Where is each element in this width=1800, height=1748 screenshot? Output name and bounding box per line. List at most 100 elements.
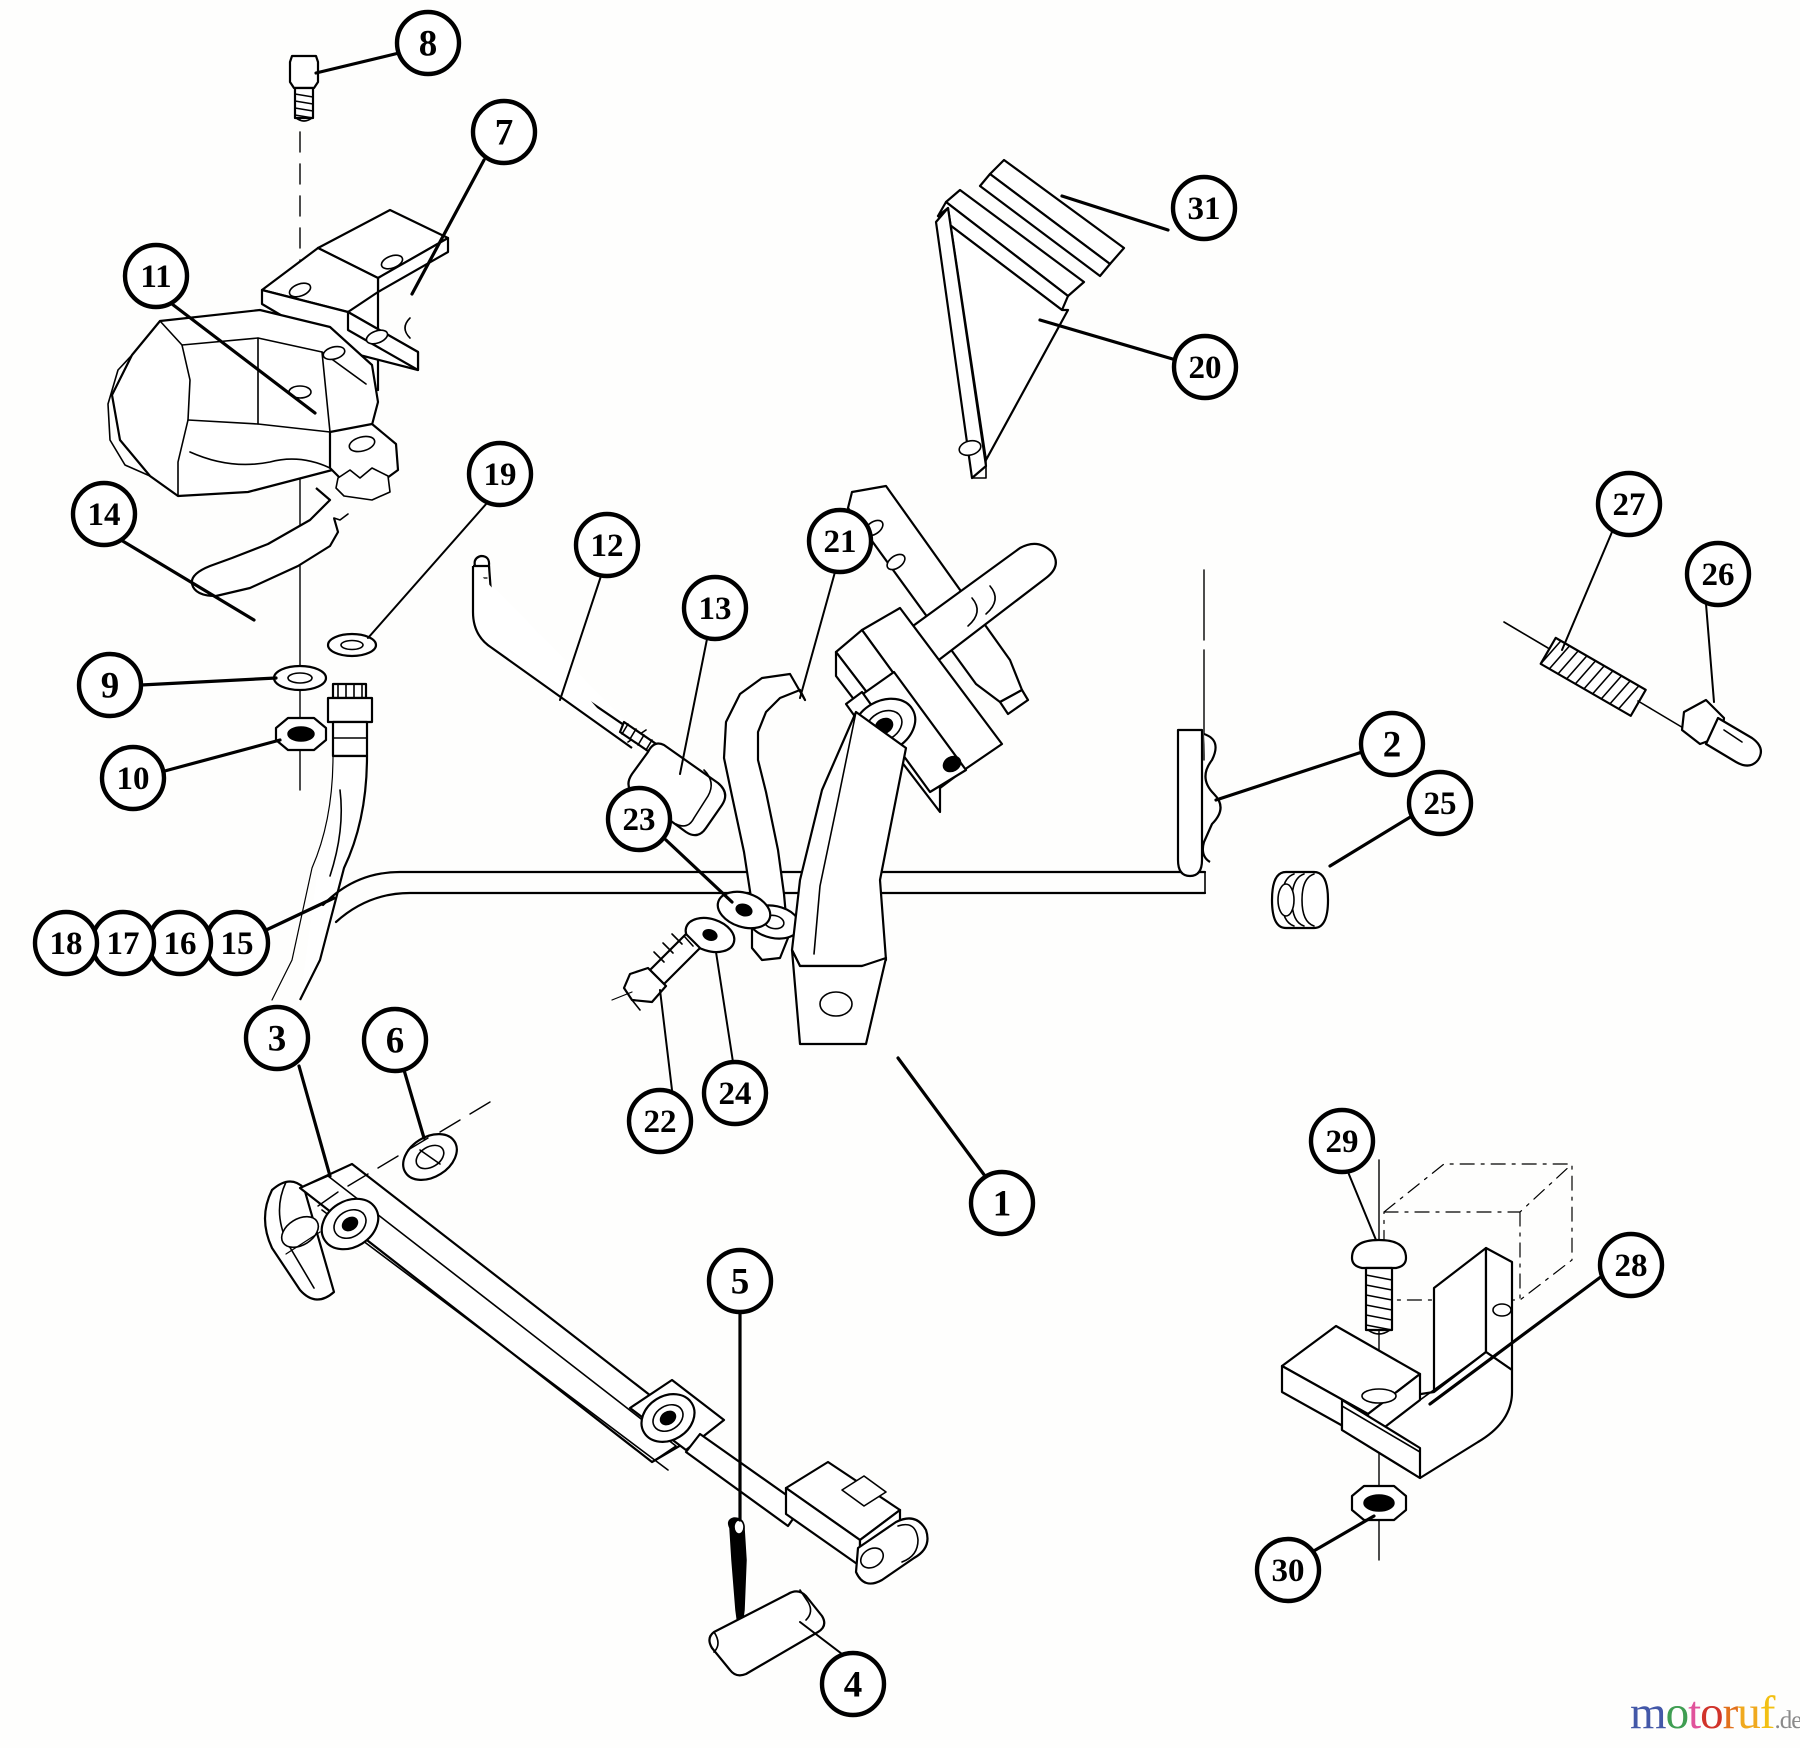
callout-bubble-30[interactable]: 30: [1254, 1536, 1322, 1604]
part-bent-link-rod: [722, 672, 807, 962]
callout-label-30: 30: [1272, 1553, 1305, 1589]
callout-label-22: 22: [644, 1104, 677, 1140]
callout-label-23: 23: [623, 802, 656, 838]
callout-bubble-21[interactable]: 21: [806, 507, 874, 575]
callout-bubble-16[interactable]: 16: [146, 909, 214, 977]
part-washer-24: [684, 916, 736, 954]
part-hairpin-cotter-pin: [1176, 728, 1222, 878]
callout-label-17: 17: [107, 926, 140, 962]
part-control-rod: [471, 554, 670, 764]
callout-bubble-31[interactable]: 31: [1170, 174, 1238, 242]
callout-circle-19: [466, 440, 534, 508]
callout-bubble-8[interactable]: 8: [394, 9, 462, 77]
callout-bubble-25[interactable]: 25: [1406, 769, 1474, 837]
callout-bubble-13[interactable]: 13: [681, 574, 749, 642]
callout-bubble-9[interactable]: 9: [76, 651, 144, 719]
part-knob-grip: [627, 742, 727, 837]
callout-circle-20: [1171, 333, 1239, 401]
callout-label-18: 18: [50, 926, 83, 962]
callout-label-24: 24: [719, 1076, 752, 1112]
callout-label-12: 12: [591, 528, 624, 564]
callout-bubble-17[interactable]: 17: [89, 909, 157, 977]
callout-label-9: 9: [101, 666, 120, 707]
callout-label-10: 10: [117, 761, 150, 797]
watermark-letter-5: u: [1737, 1687, 1760, 1739]
callout-label-16: 16: [164, 926, 197, 962]
part-hydraulic-cylinder: [263, 1162, 929, 1585]
watermark-letter-1: o: [1665, 1687, 1689, 1739]
callout-label-3: 3: [268, 1019, 287, 1060]
callout-circle-8: [394, 9, 462, 77]
callout-circle-31: [1170, 174, 1238, 242]
callout-circle-21: [806, 507, 874, 575]
callout-circle-5: [706, 1247, 774, 1315]
callout-bubble-14[interactable]: 14: [70, 480, 138, 548]
callout-bubble-5[interactable]: 5: [706, 1247, 774, 1315]
callout-bubble-19[interactable]: 19: [466, 440, 534, 508]
part-angle-bracket: [260, 208, 450, 392]
watermark-motoruf: motoruf.de: [1630, 1686, 1800, 1740]
callout-circle-30: [1254, 1536, 1322, 1604]
part-rubber-grommet: [1270, 870, 1330, 930]
callout-bubble-22[interactable]: 22: [626, 1087, 694, 1155]
callout-label-8: 8: [419, 24, 438, 65]
callout-label-6: 6: [386, 1021, 405, 1062]
leader-lines: [119, 51, 1715, 1655]
callout-circle-10: [99, 744, 167, 812]
callout-bubble-7[interactable]: 7: [470, 98, 538, 166]
callout-circle-9: [76, 651, 144, 719]
callout-circle-3: [243, 1004, 311, 1072]
callout-bubble-28[interactable]: 28: [1597, 1231, 1665, 1299]
callout-bubble-24[interactable]: 24: [701, 1059, 769, 1127]
callout-bubble-6[interactable]: 6: [361, 1006, 429, 1074]
part-clevis-pin: [708, 1589, 826, 1677]
callout-label-2: 2: [1383, 725, 1402, 766]
callout-bubble-18[interactable]: 18: [32, 909, 100, 977]
part-cotter-pin: [727, 1517, 747, 1641]
callout-label-29: 29: [1326, 1124, 1359, 1160]
callout-bubble-29[interactable]: 29: [1308, 1107, 1376, 1175]
watermark-suffix: .de: [1774, 1707, 1800, 1734]
part-hex-head-bolt: [288, 54, 320, 122]
callout-bubble-26[interactable]: 26: [1684, 540, 1752, 608]
watermark-letter-3: o: [1700, 1687, 1723, 1739]
callout-circle-24: [701, 1059, 769, 1127]
callout-bubble-23[interactable]: 23: [605, 785, 673, 853]
part-hydraulic-hose-assembly: [271, 682, 374, 1001]
part-control-valve-body: [107, 308, 400, 501]
callout-bubble-10[interactable]: 10: [99, 744, 167, 812]
part-u-channel-bracket: [1280, 1163, 1573, 1480]
part-grease-fitting: [1680, 698, 1763, 767]
callout-bubble-1[interactable]: 1: [968, 1169, 1036, 1237]
part-flat-washer-9: [272, 664, 328, 692]
callout-label-26: 26: [1702, 557, 1735, 593]
callout-bubble-3[interactable]: 3: [243, 1004, 311, 1072]
callout-label-19: 19: [484, 457, 517, 493]
callout-bubble-27[interactable]: 27: [1595, 470, 1663, 538]
callout-label-1: 1: [993, 1184, 1012, 1225]
callout-bubble-2[interactable]: 2: [1358, 710, 1426, 778]
part-gusset-plate: [934, 188, 1086, 480]
part-flat-washer-19: [326, 632, 378, 658]
callout-circle-18: [32, 909, 100, 977]
callout-label-15: 15: [221, 926, 254, 962]
callout-bubble-15[interactable]: 15: [203, 909, 271, 977]
callout-bubble-11[interactable]: 11: [122, 242, 190, 310]
callout-circle-29: [1308, 1107, 1376, 1175]
callout-circle-11: [122, 242, 190, 310]
callout-label-21: 21: [824, 524, 857, 560]
callout-circle-23: [605, 785, 673, 853]
part-lift-lever-arm: [790, 710, 908, 1046]
part-carriage-bolt: [1350, 1238, 1408, 1335]
callout-label-28: 28: [1615, 1248, 1648, 1284]
callout-bubble-4[interactable]: 4: [819, 1650, 887, 1718]
callout-label-7: 7: [495, 113, 514, 154]
callout-bubble-20[interactable]: 20: [1171, 333, 1239, 401]
callout-label-11: 11: [140, 259, 171, 295]
callout-bubble-12[interactable]: 12: [573, 511, 641, 579]
callout-circle-13: [681, 574, 749, 642]
callout-label-25: 25: [1424, 786, 1457, 822]
callout-label-13: 13: [699, 591, 732, 627]
